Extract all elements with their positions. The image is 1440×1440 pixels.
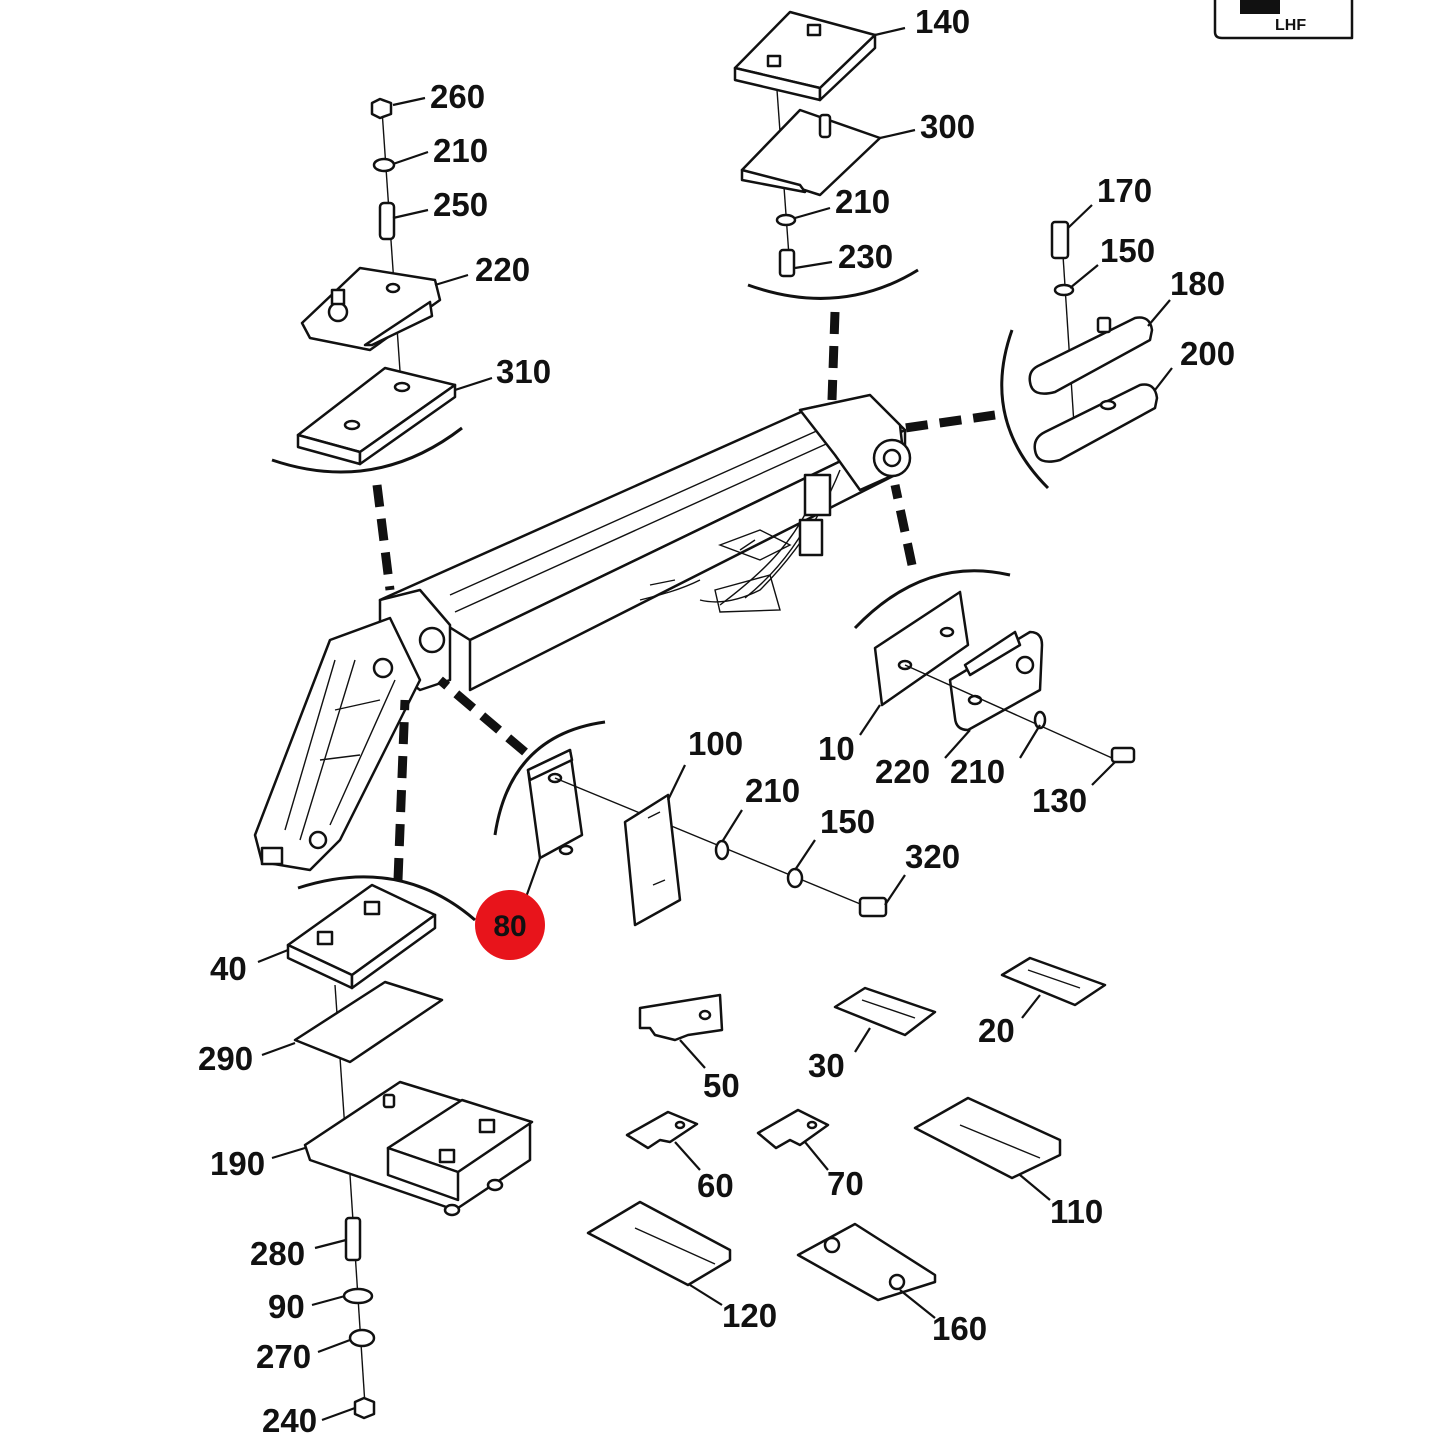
part-label: 230 bbox=[838, 238, 893, 275]
part-label: 240 bbox=[262, 1402, 317, 1439]
part-label: 300 bbox=[920, 108, 975, 145]
shims-group bbox=[586, 956, 1107, 1302]
part-label: 210 bbox=[835, 183, 890, 220]
part-label: 30 bbox=[808, 1047, 845, 1084]
group-middle bbox=[526, 748, 888, 927]
view-badge-label: LHF bbox=[1275, 17, 1306, 34]
part-label: 160 bbox=[932, 1310, 987, 1347]
highlight-circle[interactable] bbox=[475, 890, 545, 960]
part-label: 210 bbox=[950, 753, 1005, 790]
part-label: 150 bbox=[1100, 232, 1155, 269]
group-right bbox=[873, 590, 1136, 764]
part-label: 50 bbox=[703, 1067, 740, 1104]
part-label: 180 bbox=[1170, 265, 1225, 302]
part-label: 250 bbox=[433, 186, 488, 223]
part-label: 150 bbox=[820, 803, 875, 840]
part-label: 280 bbox=[250, 1235, 305, 1272]
label-leaders bbox=[257, 26, 1173, 1422]
part-label: 130 bbox=[1032, 782, 1087, 819]
leader-dashes bbox=[372, 311, 996, 881]
part-label: 210 bbox=[745, 772, 800, 809]
view-badge: LHF bbox=[1213, 0, 1354, 40]
detail-arcs bbox=[271, 268, 1050, 922]
part-label: 100 bbox=[688, 725, 743, 762]
part-label: 290 bbox=[198, 1040, 253, 1077]
part-labels: 140 300 210 230 170 150 180 200 260 210 … bbox=[198, 3, 1235, 1439]
highlight-label: 80 bbox=[493, 910, 526, 943]
part-label: 310 bbox=[496, 353, 551, 390]
part-label: 170 bbox=[1097, 172, 1152, 209]
part-label: 40 bbox=[210, 950, 247, 987]
group-top-right bbox=[1028, 220, 1159, 463]
part-label: 120 bbox=[722, 1297, 777, 1334]
part-label: 60 bbox=[697, 1167, 734, 1204]
part-label: 260 bbox=[430, 78, 485, 115]
part-label: 90 bbox=[268, 1288, 305, 1325]
part-label: 10 bbox=[818, 730, 855, 767]
part-label: 220 bbox=[475, 251, 530, 288]
part-label: 220 bbox=[875, 753, 930, 790]
part-label: 70 bbox=[827, 1165, 864, 1202]
part-label: 200 bbox=[1180, 335, 1235, 372]
group-top-left bbox=[296, 97, 457, 466]
part-label: 110 bbox=[1050, 1193, 1103, 1230]
part-label: 320 bbox=[905, 838, 960, 875]
part-label: 270 bbox=[256, 1338, 311, 1375]
boom-assembly bbox=[253, 393, 912, 872]
part-label: 140 bbox=[915, 3, 970, 40]
part-label: 20 bbox=[978, 1012, 1015, 1049]
part-label: 210 bbox=[433, 132, 488, 169]
group-lower-left bbox=[286, 883, 534, 1420]
part-label: 190 bbox=[210, 1145, 265, 1182]
group-top-middle bbox=[733, 10, 882, 278]
highlight-callout[interactable]: 80 bbox=[475, 890, 545, 960]
